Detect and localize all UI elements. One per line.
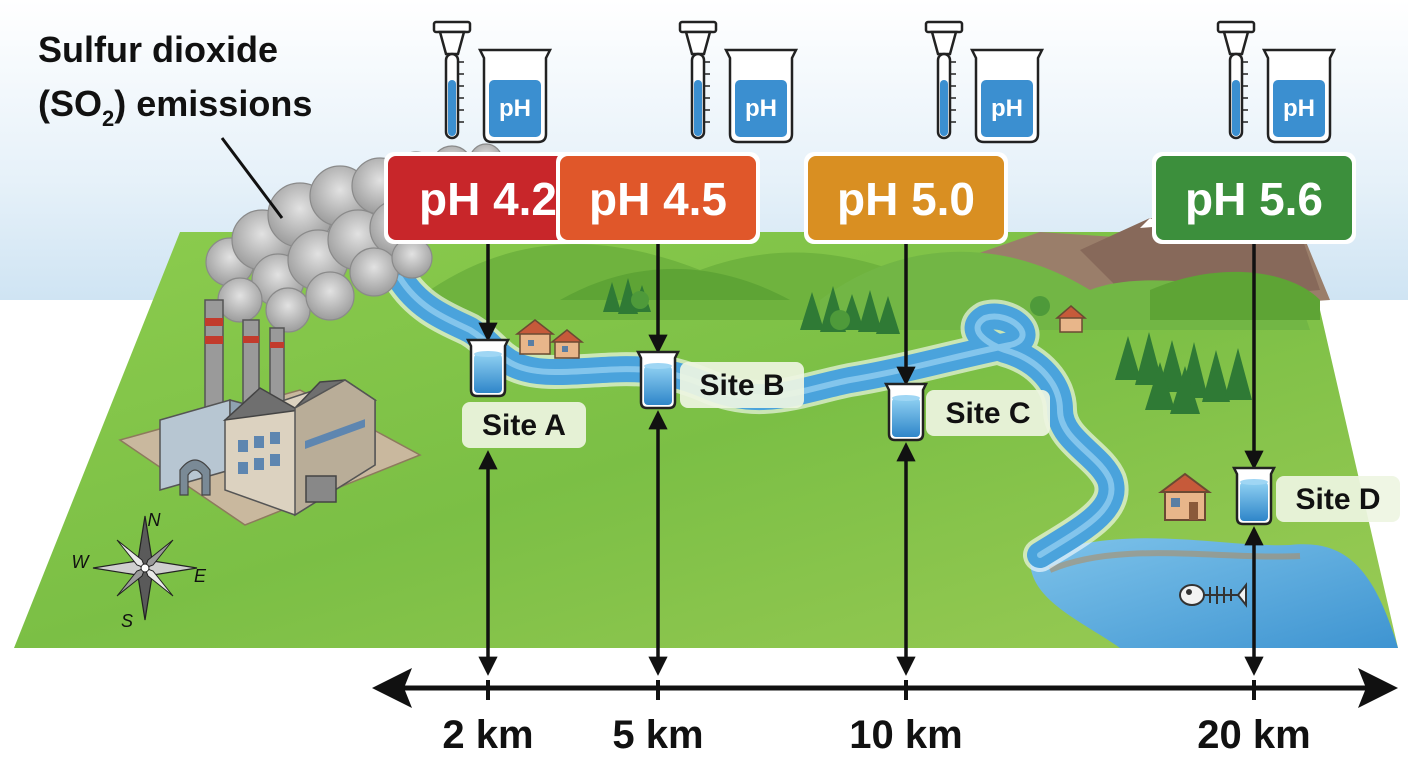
tree-icon (603, 278, 1252, 414)
distance-label: 5 km (612, 713, 703, 757)
distance-label: 20 km (1197, 713, 1310, 757)
ph-value-label: pH 4.5 (589, 173, 727, 225)
site-label-b: Site B (680, 362, 804, 408)
beaker-icon: pH (969, 48, 1045, 144)
sample-beaker-icon (883, 382, 929, 442)
compass-s: S (121, 611, 133, 631)
test-tube-icon (1216, 20, 1256, 140)
beaker-ph-label: pH (499, 95, 531, 122)
beaker-ph-label: pH (991, 95, 1023, 122)
beaker-ph-label: pH (745, 95, 777, 122)
site-name: Site C (945, 397, 1030, 430)
distance-label: 2 km (442, 713, 533, 757)
site-label-c: Site C (926, 390, 1050, 436)
river (383, 261, 1129, 572)
site-name: Site A (482, 409, 566, 442)
test-tube-icon (432, 20, 472, 140)
site-name: Site B (699, 369, 784, 402)
factory-icon (118, 299, 422, 526)
site-name: Site D (1295, 483, 1380, 516)
compass-w: W (72, 552, 91, 572)
compass-e: E (194, 566, 207, 586)
site-label-d: Site D (1276, 476, 1400, 522)
ph-box-c: pH 5.0 (804, 152, 1008, 244)
house-icon (514, 305, 1212, 521)
ph-value-label: pH 5.6 (1185, 173, 1323, 225)
beaker-ph-label: pH (1283, 95, 1315, 122)
ph-value-label: pH 5.0 (837, 173, 975, 225)
emission-label-line2: (SO2) emissions (38, 83, 312, 131)
emission-pointer (220, 137, 284, 219)
sample-beaker-icon (465, 338, 511, 398)
sample-beaker-icon (635, 350, 681, 410)
test-tube-icon (678, 20, 718, 140)
ph-value-label: pH 4.2 (419, 173, 557, 225)
beaker-icon: pH (1261, 48, 1337, 144)
axis-arrow-right (1358, 668, 1398, 708)
beaker-icon: pH (477, 48, 553, 144)
fish-skeleton-icon (1179, 582, 1247, 608)
ph-box-a: pH 4.2 (384, 152, 592, 244)
emission-label-line1: Sulfur dioxide (38, 29, 278, 70)
ph-box-b: pH 4.5 (556, 152, 760, 244)
lake (1030, 538, 1398, 648)
compass-icon: N E S W (72, 510, 207, 631)
compass-n: N (148, 510, 162, 530)
axis-arrow-left (372, 668, 412, 708)
test-tube-icon (924, 20, 964, 140)
distance-label: 10 km (849, 713, 962, 757)
ph-box-d: pH 5.6 (1152, 152, 1356, 244)
beaker-icon: pH (723, 48, 799, 144)
site-label-a: Site A (462, 402, 586, 448)
emission-label: Sulfur dioxide (SO2) emissions (38, 29, 312, 131)
distance-axis: 2 km 5 km 10 km 20 km (372, 668, 1398, 757)
sample-beaker-icon (1231, 466, 1277, 526)
